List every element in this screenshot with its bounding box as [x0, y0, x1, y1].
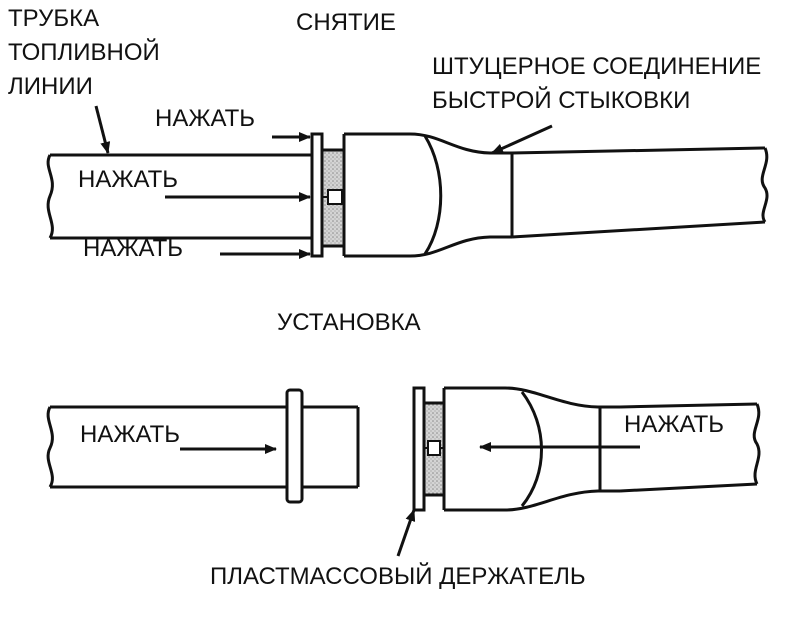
fuel-line-label-line1: ТРУБКА: [8, 5, 99, 32]
tube-bead-ring: [285, 388, 304, 504]
connector-pointer: [491, 124, 553, 155]
press-label-top: НАЖАТЬ: [155, 105, 255, 132]
quick-connector-body-install: [442, 386, 620, 512]
fuel-line-tube-install: [46, 388, 360, 504]
plastic-retainer-install: [412, 386, 446, 512]
removal-title: СНЯТИЕ: [296, 9, 396, 36]
press-label-bottom: НАЖАТЬ: [83, 235, 183, 262]
press-label-install-left: НАЖАТЬ: [80, 421, 180, 448]
removal-arrows: [94, 105, 553, 259]
fuel-line-label-line2: ТОПЛИВНОЙ: [8, 38, 160, 66]
removal-assembly: [46, 132, 769, 258]
quick-connector-body: [342, 132, 514, 258]
quick-connector-label-line1: ШТУЦЕРНОЕ СОЕДИНЕНИЕ: [432, 53, 761, 80]
retainer-pointer: [396, 509, 416, 557]
labels: ТРУБКА ТОПЛИВНОЙ ЛИНИИ СНЯТИЕ ШТУЦЕРНОЕ …: [8, 5, 761, 590]
fuel-line-tube: [46, 153, 312, 240]
installation-arrows: [180, 442, 640, 557]
fuel-line-label-line3: ЛИНИИ: [8, 73, 93, 100]
quick-connector-label-line2: БЫСТРОЙ СТЫКОВКИ: [432, 86, 690, 114]
press-label-install-right: НАЖАТЬ: [624, 411, 724, 438]
outlet-tube: [511, 146, 769, 239]
installation-assembly: [46, 386, 761, 512]
installation-title: УСТАНОВКА: [277, 309, 421, 336]
outlet-tube-install: [619, 402, 761, 493]
plastic-retainer-label: ПЛАСТМАССОВЫЙ ДЕРЖАТЕЛЬ: [210, 562, 586, 590]
retainer-ring-removal: [310, 132, 346, 258]
fuel-line-pointer: [94, 105, 111, 154]
press-label-middle: НАЖАТЬ: [78, 166, 178, 193]
